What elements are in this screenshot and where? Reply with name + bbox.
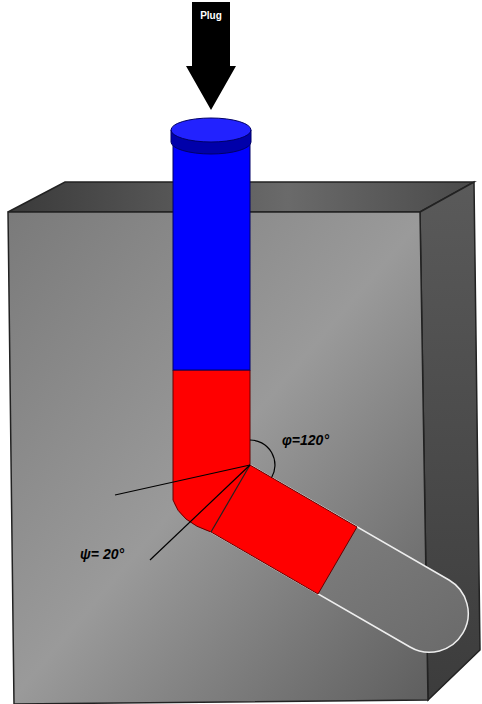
arrow-body <box>186 2 236 110</box>
plunger-head <box>171 118 251 142</box>
psi-line <box>150 465 250 560</box>
plug-arrow: Plug <box>186 2 236 110</box>
billet <box>173 370 357 594</box>
phi-arc <box>250 440 275 478</box>
arrow-label: Plug <box>186 2 236 21</box>
bend-line <box>211 465 250 532</box>
angle-label: φ=120° <box>282 432 329 448</box>
angle-label: ψ= 20° <box>80 546 124 562</box>
psi-line <box>115 465 250 495</box>
plunger <box>173 138 250 370</box>
